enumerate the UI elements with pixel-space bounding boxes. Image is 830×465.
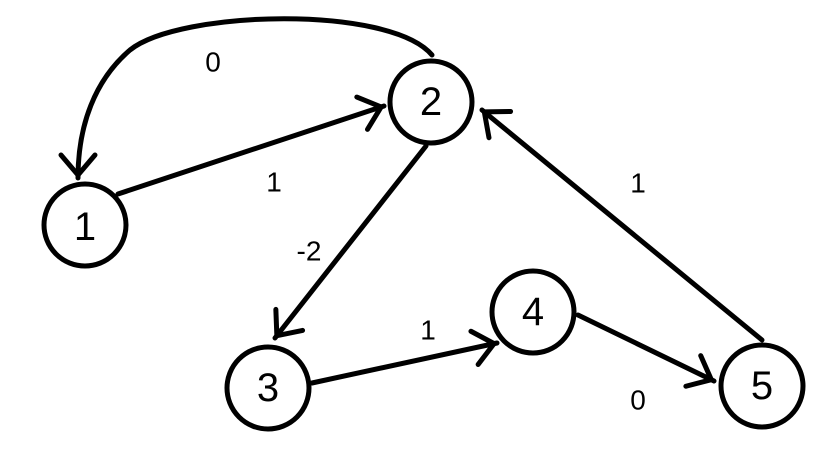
edge-weight-1-to-2: 1 (266, 167, 282, 198)
edge-2-to-3 (272, 143, 429, 341)
node-5: 5 (718, 342, 806, 430)
node-2: 2 (387, 58, 475, 146)
node-label-5: 5 (751, 364, 773, 408)
node-1: 1 (41, 181, 129, 269)
edge-weight-5-to-2: 1 (630, 168, 646, 199)
node-label-1: 1 (74, 205, 96, 249)
edge-1-to-2 (115, 94, 387, 197)
node-4: 4 (489, 268, 577, 356)
edge-weight-2-to-3: -2 (297, 236, 322, 267)
edge-2-to-1 (58, 16, 435, 181)
node-label-2: 2 (420, 80, 442, 124)
node-label-4: 4 (522, 290, 544, 334)
edge-weight-4-to-5: 0 (630, 385, 646, 416)
edge-3-to-4 (309, 328, 500, 386)
edge-weight-2-to-1: 0 (205, 47, 221, 78)
edge-4-to-5 (575, 312, 717, 389)
nodes: 1 2 3 4 5 (41, 58, 806, 432)
node-label-3: 3 (257, 366, 279, 410)
node-3: 3 (224, 344, 312, 432)
edges: 0 1 -2 1 0 1 (58, 16, 765, 416)
edge-weight-3-to-4: 1 (420, 315, 436, 346)
edge-5-to-2 (479, 107, 765, 343)
